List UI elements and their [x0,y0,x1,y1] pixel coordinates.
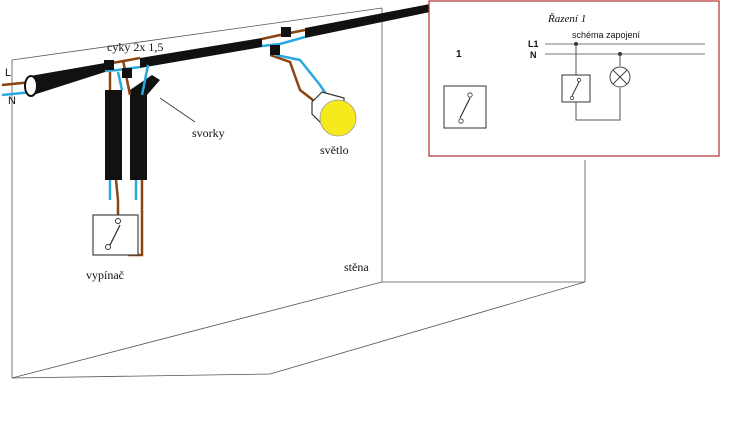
main-cable [24,4,430,97]
vertical-cable-left [105,90,122,180]
floor-front-edge [269,281,586,375]
wire-cross-neutral [140,64,150,96]
inset-return-wire [575,88,621,121]
inset-neutral-label: N [530,50,537,60]
wire-phase-b [261,28,306,41]
floor-back-edge [11,281,383,379]
junction-box-3 [281,27,291,37]
terminals-label: svorky [192,126,225,140]
inset-lamp-cross-b [612,69,628,85]
vertical-cables [105,75,160,180]
wall-top-edge [11,7,383,61]
junction-boxes [104,27,291,78]
inset-title: Řazení 1 [547,13,586,25]
light-label: světlo [320,143,349,157]
cable-segment-3 [305,4,430,38]
cable-segment-2 [140,38,262,68]
junction-box-1 [104,60,114,70]
wire-neutral-a [104,65,141,73]
switch-phase-left [114,179,120,218]
terminals-leader-line [159,97,196,123]
wall-label: stěna [344,260,369,274]
junction-box-2 [122,68,132,78]
cable-end [24,75,38,97]
cable-segment-1 [30,63,105,96]
wire-drop-neutral [116,71,124,91]
wire-neutral-b [261,35,306,48]
inset-number: 1 [456,49,462,60]
switch-contact-top [115,218,121,224]
cable-label: cyky 2x 1,5 [107,40,163,54]
phase-label: L [5,67,11,79]
switch-contact-bottom [105,244,111,250]
light-bulb-icon [319,99,357,137]
wall-switch [92,214,139,256]
inset-switch-contact-bottom [458,118,464,124]
inset-scheme-label: schéma zapojení [572,30,641,40]
vertical-cable-right [130,75,160,180]
neutral-label: N [8,95,16,107]
floor-left-edge [11,373,271,379]
inset-scheme-contact-bottom [570,96,574,100]
room-outline [11,7,586,379]
inset-switch-contact-top [467,92,473,98]
inset-phase-label: L1 [528,39,539,49]
inset-switch-lever-icon [459,97,471,119]
light-fixture [311,91,357,137]
inset-scheme-contact-top [577,78,581,82]
scheme-inset: Řazení 1 schéma zapojení 1 L1 N [428,0,720,157]
light-phase-wire [269,53,319,105]
inset-scheme-switch-lever [571,81,580,97]
switch-lever-icon [109,224,121,246]
junction-box-4 [270,45,280,55]
switch-label: vypínač [86,268,124,282]
